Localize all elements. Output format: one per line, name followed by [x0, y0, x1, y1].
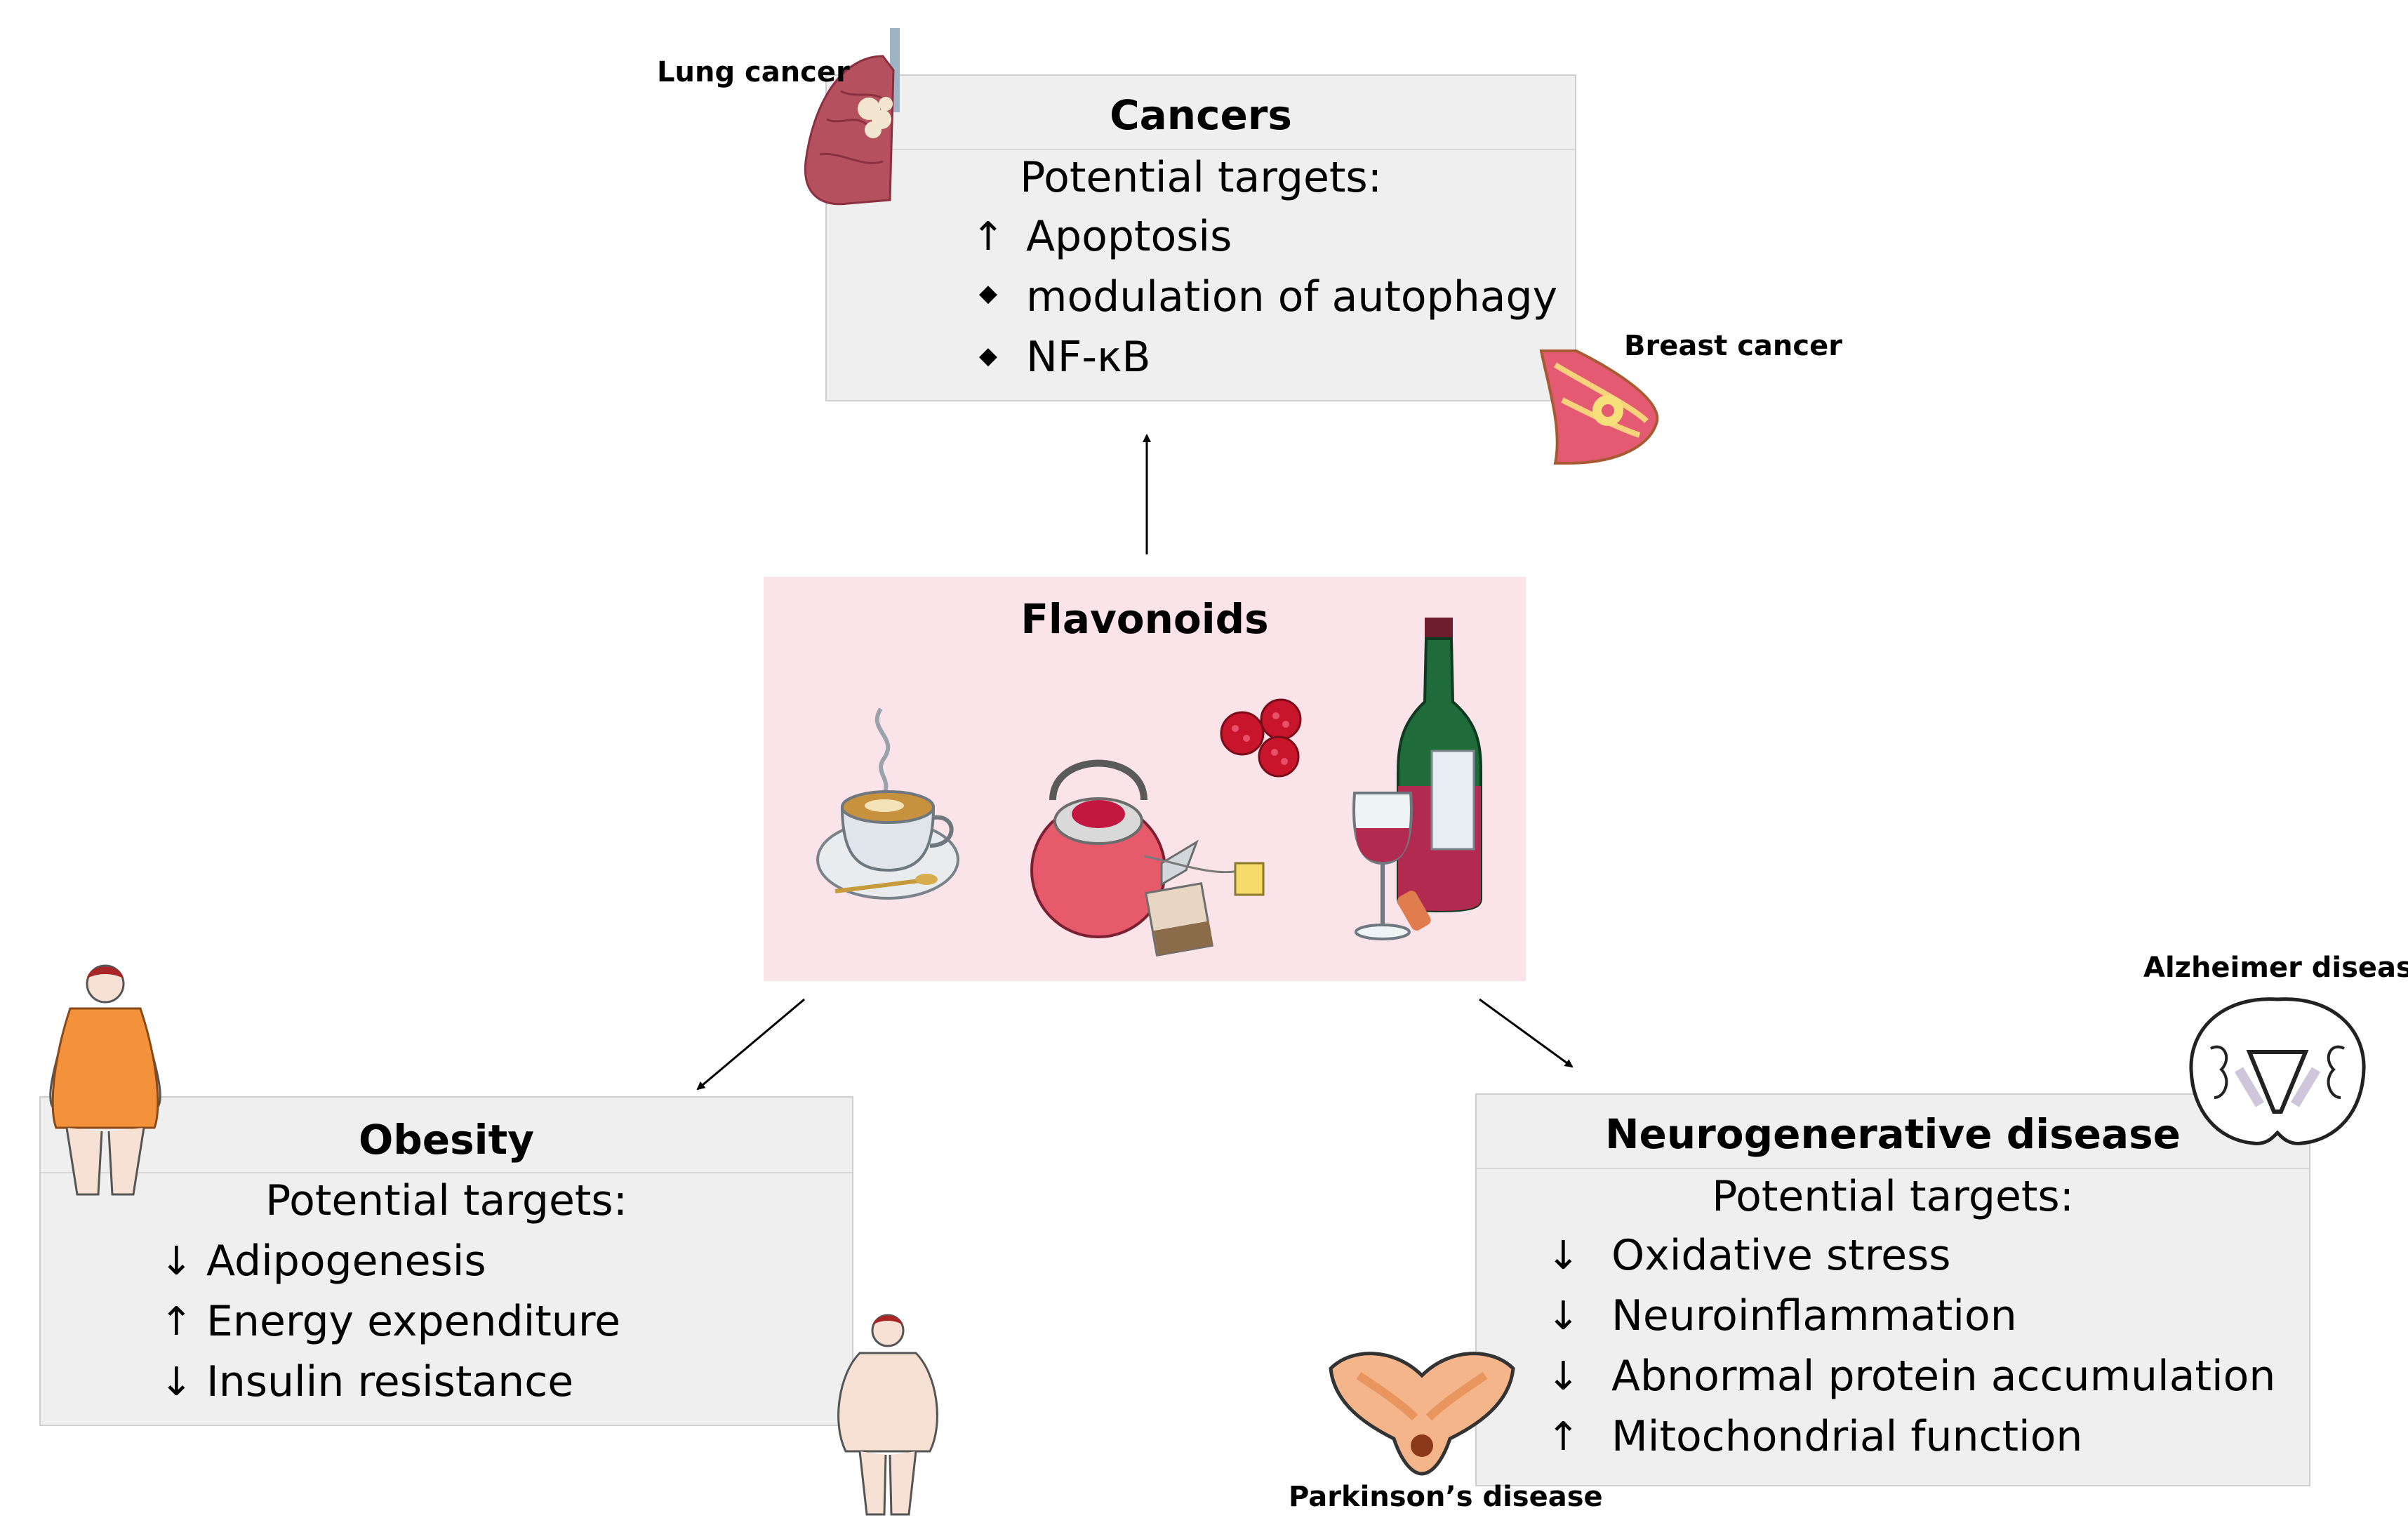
obesity-item-3: ↓ Insulin resistance — [160, 1352, 573, 1412]
down-arrow-icon: ↓ — [1547, 1353, 1580, 1399]
down-arrow-icon: ↓ — [1547, 1232, 1580, 1279]
neuro-title: Neurogenerative disease — [1604, 1110, 2181, 1158]
teapot-icon — [1030, 759, 1199, 938]
lung-icon — [804, 28, 900, 206]
cancers-item-text: Apoptosis — [1026, 212, 1232, 261]
obesity-item-text: Energy expenditure — [206, 1297, 621, 1346]
neuro-item-text: Mitochondrial function — [1611, 1412, 2083, 1461]
flavonoids-title: Flavonoids — [1020, 595, 1269, 643]
man-figure-icon — [837, 1314, 938, 1516]
raspberries-icon — [1220, 698, 1302, 778]
down-arrow-icon: ↓ — [1547, 1293, 1580, 1339]
obesity-box: Obesity Potential targets: ↓ Adipogenesi… — [39, 1096, 853, 1426]
alzheimer-label: Alzheimer disease — [2143, 952, 2408, 984]
neuro-item-3: ↓ Abnormal protein accumulation — [1547, 1346, 2275, 1406]
neuro-item-4: ↑ Mitochondrial function — [1547, 1406, 2082, 1467]
neuro-subtitle: Potential targets: — [1712, 1172, 2074, 1221]
up-arrow-icon: ↑ — [1547, 1413, 1580, 1460]
tea-bag-icon — [1143, 855, 1265, 957]
neuro-item-text: Abnormal protein accumulation — [1611, 1352, 2276, 1401]
cancers-subtitle: Potential targets: — [1020, 153, 1382, 202]
cancers-item-3: ◆ NF-κB — [967, 327, 1151, 387]
wine-glass-icon — [1352, 792, 1431, 940]
up-arrow-icon: ↑ — [971, 213, 1005, 260]
lung-cancer-label: Lung cancer — [657, 56, 850, 88]
neuro-item-1: ↓ Oxidative stress — [1547, 1225, 1951, 1286]
down-arrow-icon: ↓ — [160, 1238, 193, 1284]
parkinson-label: Parkinson’s disease — [1289, 1481, 1603, 1513]
wine-bottle-icon — [1397, 618, 1482, 912]
neuro-divider — [1477, 1168, 2309, 1169]
up-arrow-icon: ↑ — [160, 1298, 193, 1345]
arrow-to-neuro — [1479, 998, 1574, 1068]
cancers-item-1: ↑ Apoptosis — [967, 206, 1232, 267]
cancers-divider — [827, 149, 1575, 150]
breast-cancer-label: Breast cancer — [1624, 330, 1842, 362]
brain-section-icon — [2189, 997, 2366, 1145]
cancers-item-text: modulation of autophagy — [1026, 272, 1558, 321]
obesity-title: Obesity — [358, 1116, 535, 1164]
arrow-to-obesity — [696, 998, 805, 1091]
woman-figure-icon — [49, 964, 161, 1196]
neuro-box: Neurogenerative disease Potential target… — [1475, 1093, 2310, 1486]
coffee-cup-icon — [816, 707, 959, 900]
neuro-item-text: Oxidative stress — [1611, 1231, 1951, 1280]
neuro-item-text: Neuroinflammation — [1611, 1291, 2017, 1340]
diamond-bullet-icon: ◆ — [978, 342, 998, 370]
obesity-item-text: Adipogenesis — [206, 1237, 486, 1286]
obesity-divider — [41, 1172, 852, 1173]
cancers-item-2: ◆ modulation of autophagy — [967, 267, 1557, 327]
cancers-item-text: NF-κB — [1026, 333, 1151, 382]
obesity-item-text: Insulin resistance — [206, 1357, 574, 1406]
breast-tissue-icon — [1539, 349, 1659, 465]
obesity-item-2: ↑ Energy expenditure — [160, 1291, 620, 1352]
midbrain-icon — [1329, 1352, 1515, 1476]
obesity-item-1: ↓ Adipogenesis — [160, 1231, 486, 1291]
obesity-subtitle: Potential targets: — [265, 1176, 627, 1225]
neuro-item-2: ↓ Neuroinflammation — [1547, 1286, 2017, 1346]
cancers-box: Cancers Potential targets: ↑ Apoptosis ◆… — [825, 74, 1576, 401]
down-arrow-icon: ↓ — [160, 1359, 193, 1405]
diamond-bullet-icon: ◆ — [978, 279, 998, 307]
cancers-title: Cancers — [1110, 91, 1292, 139]
